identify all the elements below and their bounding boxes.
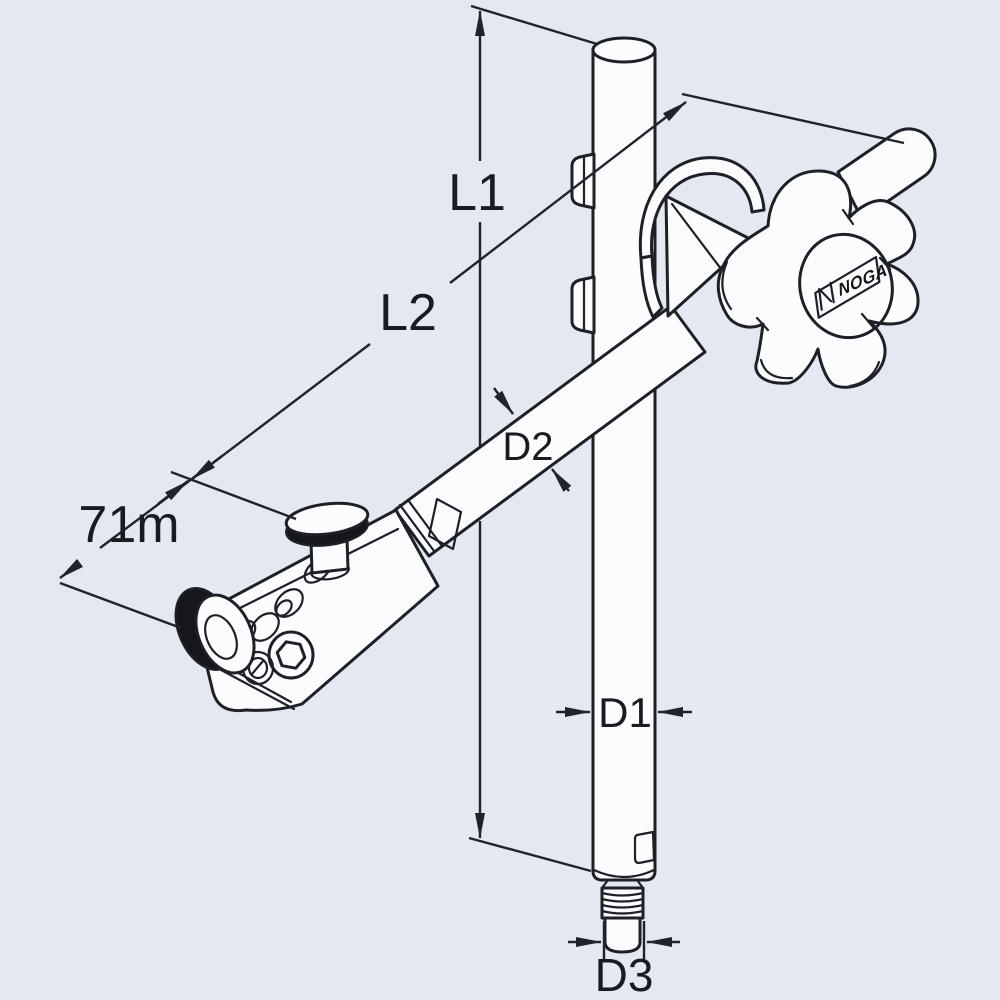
hex-socket-screw bbox=[267, 630, 315, 680]
label-l2: L2 bbox=[379, 284, 437, 342]
clamp-knob bbox=[284, 501, 370, 581]
rubber-pad bbox=[174, 587, 256, 675]
arm bbox=[393, 304, 707, 558]
knob-top-face bbox=[284, 501, 370, 537]
label-d1: D1 bbox=[598, 689, 652, 736]
arm-flat-tab bbox=[427, 497, 463, 551]
thread-stud bbox=[600, 878, 645, 954]
column-flat-detail bbox=[633, 830, 656, 865]
label-l1: L1 bbox=[448, 164, 506, 222]
noga-symbol-icon bbox=[817, 281, 835, 311]
arm-collar-lines bbox=[398, 498, 444, 553]
logo-box bbox=[814, 256, 881, 319]
dimension-l2-and-arm: 71m L2 bbox=[59, 92, 905, 630]
dimension-l1: L1 bbox=[448, 4, 598, 873]
column bbox=[591, 36, 657, 882]
stud-tip bbox=[603, 916, 642, 954]
handle-pin bbox=[836, 127, 937, 221]
label-d2: D2 bbox=[502, 425, 553, 469]
clamp-bolts bbox=[570, 152, 596, 335]
label-d3: D3 bbox=[595, 949, 654, 1000]
column-top-face bbox=[591, 36, 657, 64]
dimension-d3: D3 bbox=[568, 921, 680, 1000]
dimension-d2: D2 bbox=[493, 387, 572, 492]
label-arm-length: 71m bbox=[78, 496, 179, 554]
knob-side-faces bbox=[721, 177, 881, 388]
clamp-assembly bbox=[174, 501, 440, 713]
dimension-d1: D1 bbox=[556, 689, 692, 736]
star-knob: NOGA bbox=[716, 169, 920, 389]
